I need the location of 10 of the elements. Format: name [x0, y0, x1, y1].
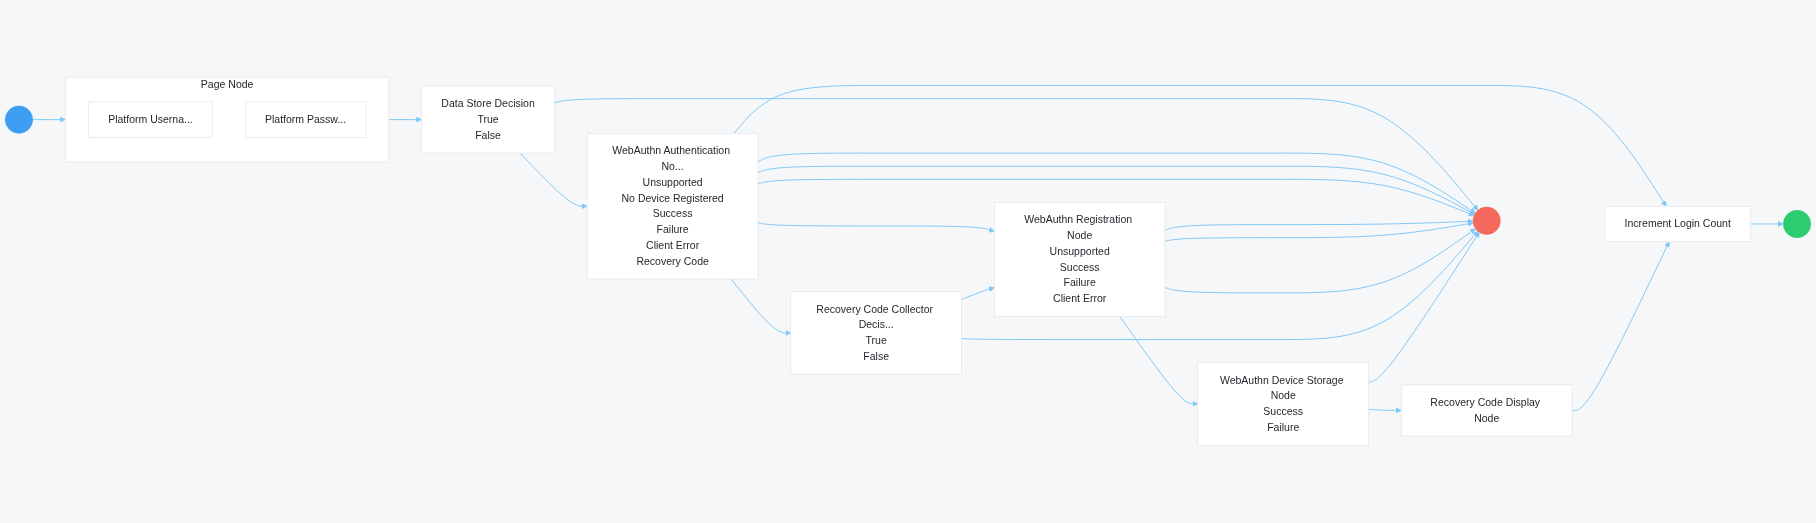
node-circle — [1783, 210, 1812, 239]
node-box: WebAuthn Authentication No... Unsupported No Device Registered Success Failure Client Error Recovery Code — [586, 133, 759, 280]
node-box: Recovery Code Display Node — [1401, 384, 1573, 437]
node-circle — [1472, 207, 1501, 235]
node-box: WebAuthn Registration Node Unsupported Success Failure Client Error — [994, 202, 1166, 318]
node-box: Recovery Code Collector Decis... True False — [790, 291, 962, 375]
node-circle — [4, 105, 33, 134]
node-box: Data Store Decision True False — [421, 86, 555, 154]
node-box: WebAuthn Device Storage Node Success Failure — [1197, 362, 1369, 446]
node-box: Increment Login Count — [1604, 206, 1751, 243]
